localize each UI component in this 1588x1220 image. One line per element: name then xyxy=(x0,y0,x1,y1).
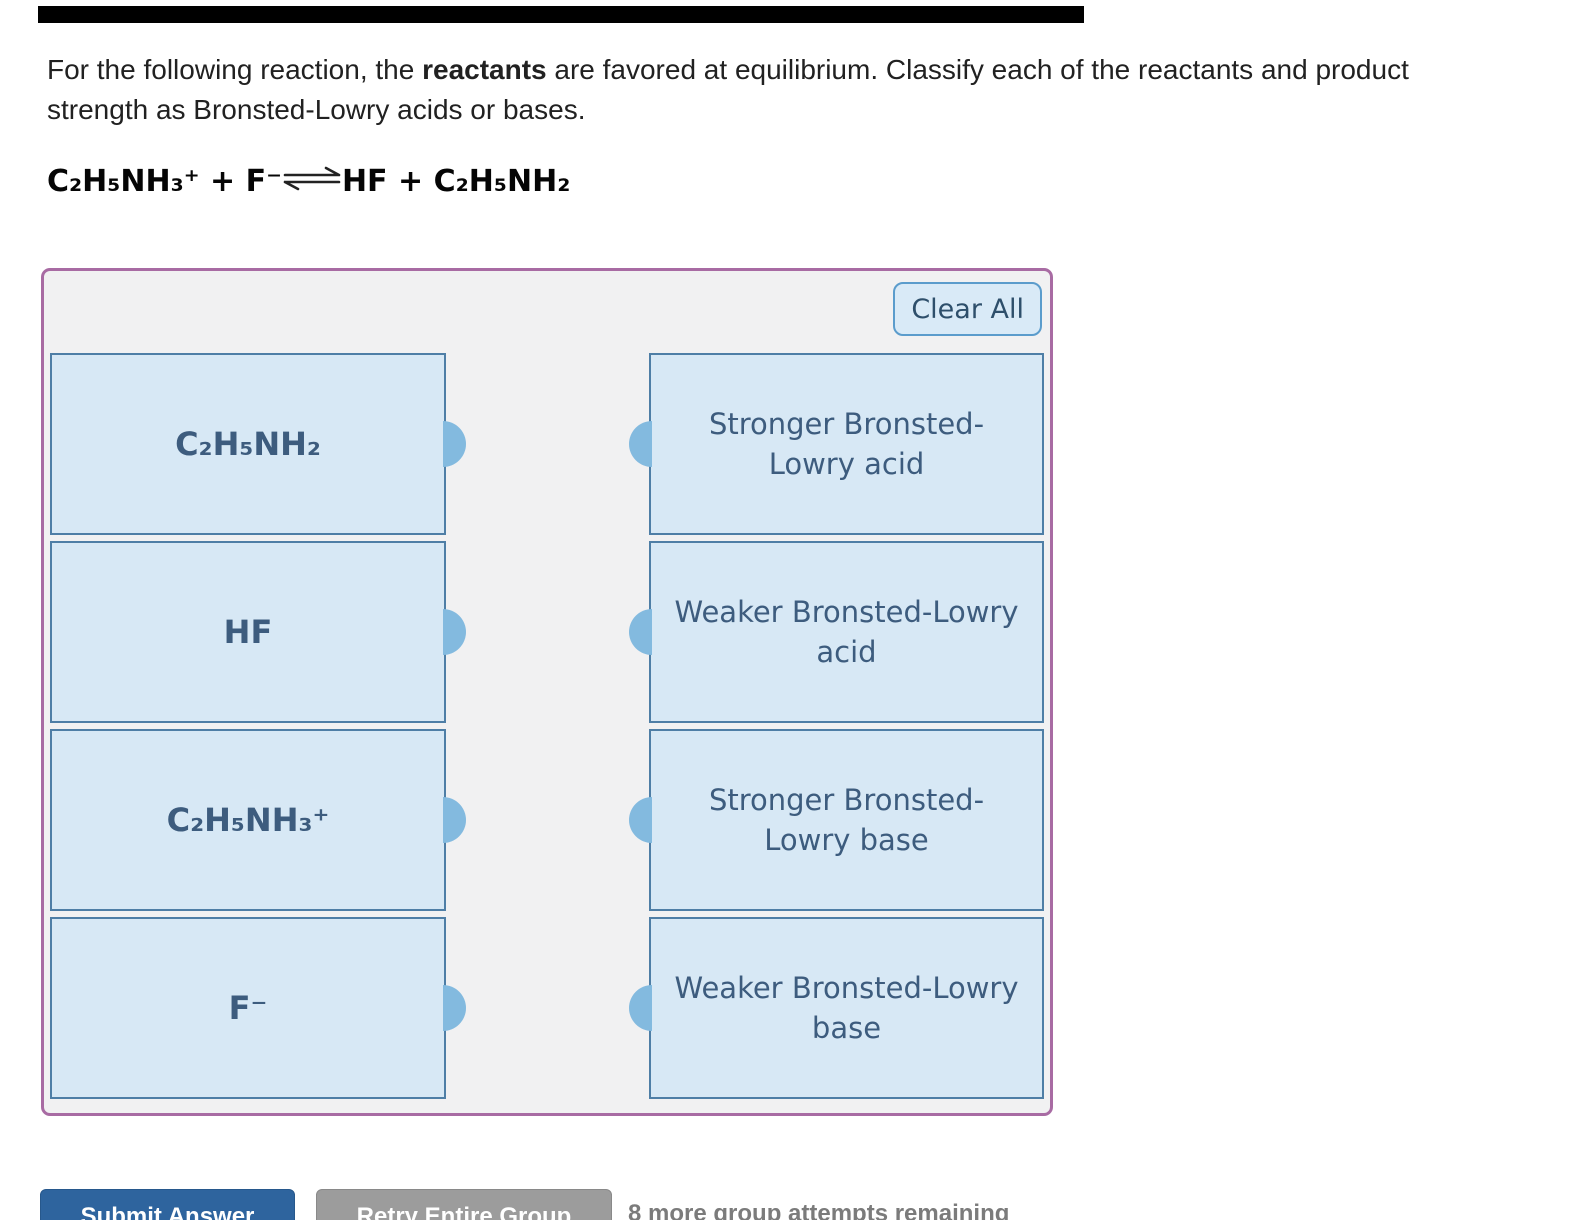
draggable-f-minus[interactable]: F⁻ xyxy=(50,917,466,1099)
draggable-hf[interactable]: HF xyxy=(50,541,466,723)
draggable-c2h5nh3-plus[interactable]: C₂H₅NH₃⁺ xyxy=(50,729,466,911)
draggable-column: C₂H₅NH₂ HF C₂H₅NH₃⁺ F⁻ xyxy=(50,353,466,1099)
retry-entire-group-button[interactable]: Retry Entire Group xyxy=(316,1189,612,1220)
target-stronger-acid[interactable]: Stronger Bronsted- Lowry acid xyxy=(629,353,1044,535)
chemical-equation: C₂H₅NH₃⁺ + F⁻ HF + C₂H₅NH₂ xyxy=(47,163,570,199)
equation-reactants: C₂H₅NH₃⁺ + F⁻ xyxy=(47,164,282,199)
connector-dot-icon[interactable] xyxy=(443,609,466,655)
draggable-c2h5nh2[interactable]: C₂H₅NH₂ xyxy=(50,353,466,535)
connector-dot-icon[interactable] xyxy=(443,797,466,843)
formula-label: C₂H₅NH₂ xyxy=(175,425,321,463)
connector-dot-icon[interactable] xyxy=(629,421,652,467)
target-label-line: Weaker Bronsted-Lowry xyxy=(674,595,1019,629)
connector-dot-icon[interactable] xyxy=(629,797,652,843)
question-text: For the following reaction, the reactant… xyxy=(47,50,1588,130)
target-column: Stronger Bronsted- Lowry acid Weaker Bro… xyxy=(629,353,1044,1099)
target-label-line: Lowry base xyxy=(764,823,929,857)
target-weaker-acid[interactable]: Weaker Bronsted-Lowry acid xyxy=(629,541,1044,723)
target-label-line: Lowry acid xyxy=(768,447,925,481)
target-weaker-base[interactable]: Weaker Bronsted-Lowry base xyxy=(629,917,1044,1099)
question-line-1: For the following reaction, the reactant… xyxy=(47,54,1409,85)
target-label-line: Stronger Bronsted- xyxy=(708,407,985,441)
top-partial-bar xyxy=(38,6,1084,23)
target-label-line: Stronger Bronsted- xyxy=(708,783,985,817)
submit-answer-button[interactable]: Submit Answer xyxy=(40,1189,295,1220)
connector-dot-icon[interactable] xyxy=(629,985,652,1031)
connector-dot-icon[interactable] xyxy=(629,609,652,655)
target-label-line: base xyxy=(811,1011,882,1045)
target-label-line: Weaker Bronsted-Lowry xyxy=(674,971,1019,1005)
connector-dot-icon[interactable] xyxy=(443,985,466,1031)
formula-label: HF xyxy=(223,613,273,651)
attempts-remaining-text: 8 more group attempts remaining xyxy=(628,1200,1010,1220)
target-stronger-base[interactable]: Stronger Bronsted- Lowry base xyxy=(629,729,1044,911)
formula-label: C₂H₅NH₃⁺ xyxy=(166,801,330,839)
formula-label: F⁻ xyxy=(228,989,268,1027)
connector-dot-icon[interactable] xyxy=(443,421,466,467)
equation-products: HF + C₂H₅NH₂ xyxy=(341,164,571,199)
matching-area: Clear All C₂H₅NH₂ HF C₂H₅NH₃⁺ F⁻ Stronge… xyxy=(41,268,1053,1116)
question-line-2: strength as Bronsted-Lowry acids or base… xyxy=(47,94,586,125)
clear-all-button[interactable]: Clear All xyxy=(893,282,1042,336)
equilibrium-harpoons-icon xyxy=(283,166,341,190)
target-label-line: acid xyxy=(816,635,877,669)
